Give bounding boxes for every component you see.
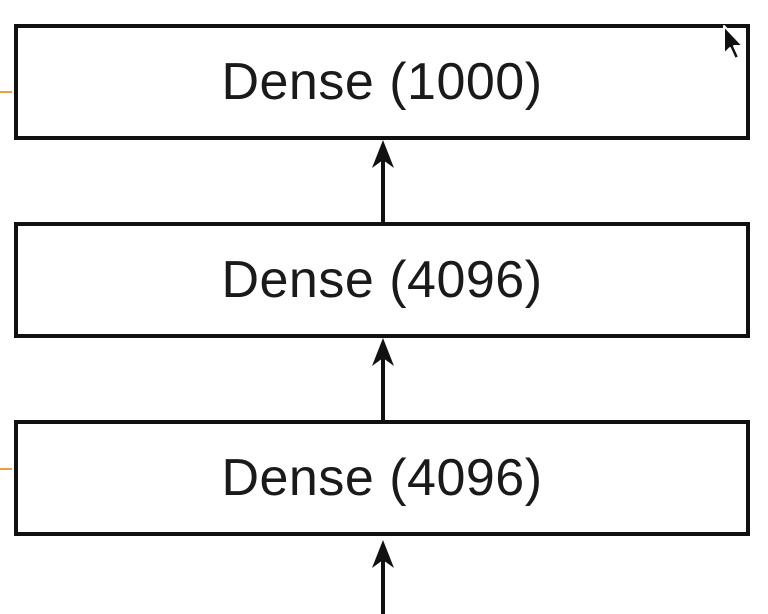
dense-layer-box: Dense (4096) bbox=[14, 222, 750, 338]
up-arrow-icon bbox=[369, 338, 397, 420]
side-arrow-icon bbox=[0, 84, 14, 94]
layer-label: Dense (4096) bbox=[221, 449, 543, 507]
layer-label: Dense (4096) bbox=[221, 251, 543, 309]
up-arrow-icon bbox=[369, 140, 397, 222]
up-arrow-icon bbox=[369, 540, 397, 614]
mouse-pointer-icon bbox=[722, 24, 746, 62]
layer-label: Dense (1000) bbox=[221, 53, 543, 111]
dense-layer-box: Dense (4096) bbox=[14, 420, 750, 536]
side-arrow-icon bbox=[0, 461, 14, 471]
dense-layer-box: Dense (1000) bbox=[14, 24, 750, 140]
